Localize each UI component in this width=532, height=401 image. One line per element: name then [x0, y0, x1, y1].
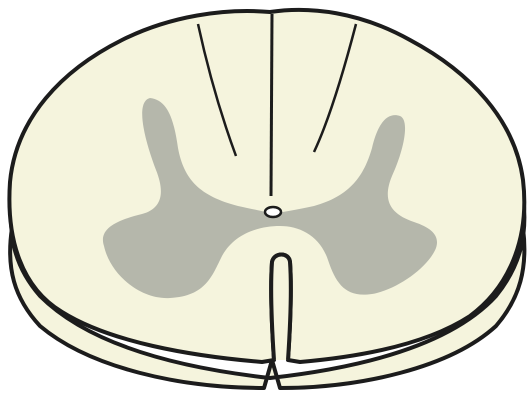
- central-canal: [265, 207, 281, 217]
- posterior-median-septum: [271, 14, 272, 196]
- anterior-median-fissure: [271, 255, 291, 361]
- white-matter-body: [9, 10, 524, 362]
